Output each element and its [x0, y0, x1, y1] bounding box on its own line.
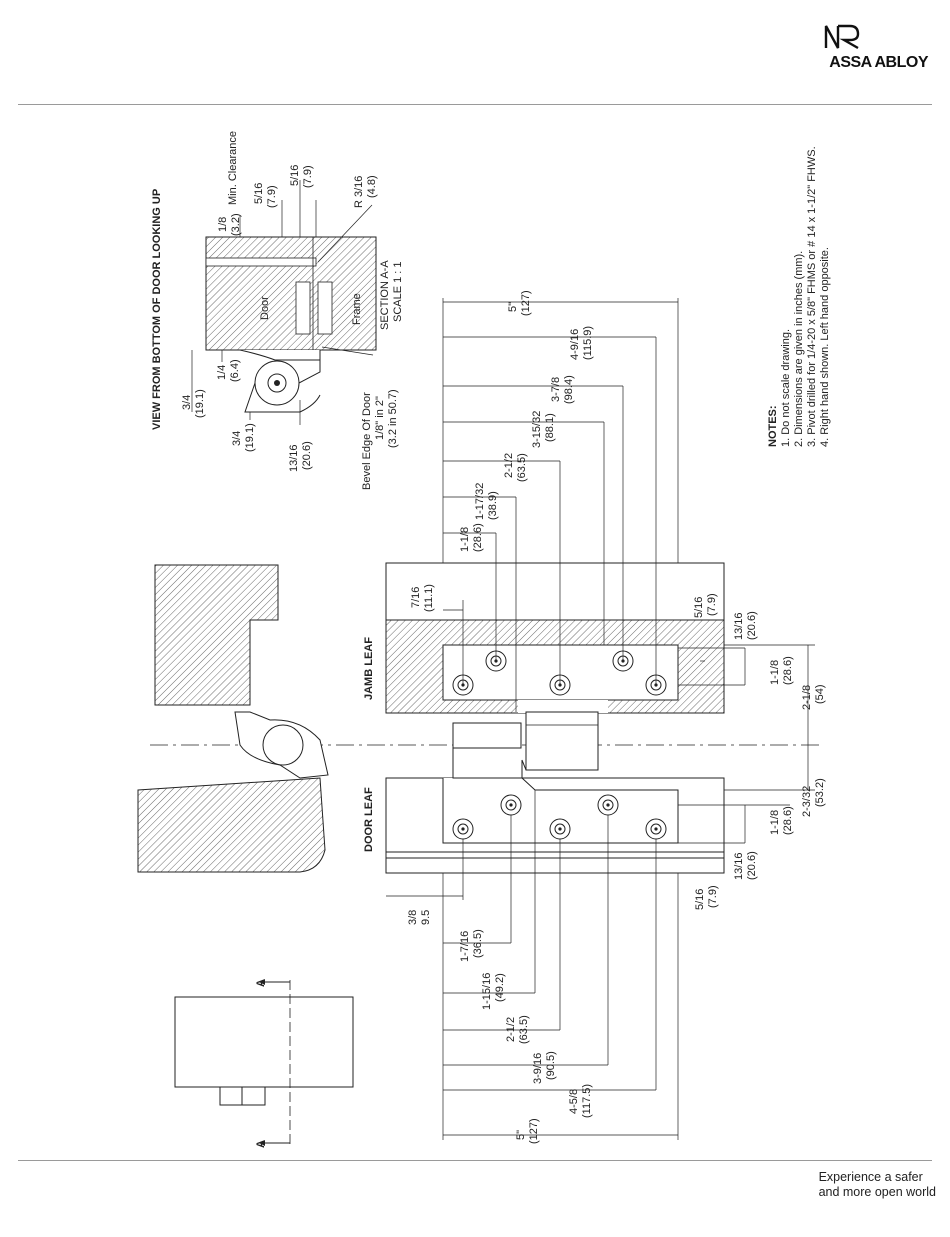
door-leaf-label: DOOR LEAF: [363, 787, 375, 852]
door-dim-mm: (90.5): [545, 1051, 557, 1080]
jamb-dim-mm: (7.9): [706, 593, 718, 616]
section-marker-bottom: A: [255, 1140, 267, 1148]
sec-dim-mm: (19.1): [194, 389, 206, 418]
door-dim-frac: 2-1/2: [505, 1017, 517, 1042]
section-scale: SCALE 1 : 1: [392, 261, 404, 322]
notes-block: NOTES: 1. Do not scale drawing. 2. Dimen…: [767, 146, 831, 447]
tagline-line-1: Experience a safer: [818, 1170, 923, 1184]
sec-dim-mm: (6.4): [229, 359, 241, 382]
jamb-dim-frac: 3-7/8: [550, 377, 562, 402]
door-dim-frac: 4-5/8: [568, 1089, 580, 1114]
door-dim-mm: (7.9): [707, 885, 719, 908]
door-dim-mm: (63.5): [518, 1015, 530, 1044]
jamb-dim-mm: (127): [520, 290, 532, 316]
sec-dim-mm: (7.9): [266, 185, 278, 208]
jamb-dim-mm: (28.6): [782, 656, 794, 685]
door-dim-frac: 5": [515, 1130, 527, 1140]
jamb-dim-mm: (28.6): [472, 523, 484, 552]
frame-label: Frame: [351, 293, 363, 325]
jamb-leaf-drawing: [385, 562, 725, 771]
note-item: 1. Do not scale drawing.: [780, 329, 792, 447]
notes-title: NOTES:: [767, 405, 779, 447]
door-dim-mm: (53.2): [814, 778, 826, 807]
jamb-dim-mm: (54): [814, 684, 826, 704]
section-block: [205, 236, 377, 351]
jamb-dim-frac: 7/16: [410, 587, 422, 608]
jamb-dim-mm: (88.1): [544, 413, 556, 442]
jamb-dim-frac: 5": [507, 302, 519, 312]
drawing-labels: VIEW FROM BOTTOM OF DOOR LOOKING UP SECT…: [151, 131, 826, 1148]
note-item: 4. Right hand shown. Left hand opposite.: [819, 247, 831, 447]
door-dim-frac: 1-7/16: [459, 931, 471, 962]
sec-dim-mm: (4.8): [366, 175, 378, 198]
jamb-dim-mm: (20.6): [746, 611, 758, 640]
door-dim-frac: 5/16: [694, 889, 706, 910]
sec-dim-frac: 3/4: [181, 395, 193, 410]
header-divider: [18, 104, 932, 105]
door-dim-mm: (20.6): [746, 851, 758, 880]
sec-dim-frac: 5/16: [253, 183, 265, 204]
door-dim-mm: (127): [528, 1118, 540, 1144]
door-dim-mm: (117.5): [581, 1084, 593, 1118]
sec-dim-frac: 1/8: [217, 217, 229, 232]
section-title: SECTION A-A: [379, 260, 391, 330]
sec-dim-mm: (20.6): [301, 441, 313, 470]
jamb-dim-frac: 13/16: [733, 612, 745, 640]
brand-mark-icon: [824, 24, 860, 50]
note-item: 2. Dimensions are given in inches (mm).: [793, 251, 805, 447]
sec-dim-frac: 13/16: [288, 444, 300, 472]
jamb-dim-frac: 4-9/16: [569, 329, 581, 360]
tagline-line-2: and more open world: [818, 1185, 936, 1199]
door-leaf-screw-holes: [452, 794, 667, 840]
door-dim-frac: 2-3/32: [801, 786, 813, 817]
jamb-dim-frac: 5/16: [693, 597, 705, 618]
jamb-dim-mm: (38.9): [487, 491, 499, 520]
jamb-dim-frac: 3-15/32: [531, 411, 543, 448]
door-dim-mm: (36.5): [472, 929, 484, 958]
jamb-dim-frac: 2-1/2: [503, 453, 515, 478]
elevation-view: [174, 979, 354, 1146]
bevel-line-2: 1/8" in 2": [374, 396, 386, 440]
tagline: Experience a safer and more open world: [819, 1170, 936, 1200]
jamb-dim-frac: 1-17/32: [474, 483, 486, 520]
footer-divider: [18, 1160, 932, 1161]
sec-dim-frac: 5/16: [289, 165, 301, 186]
jamb-dim-mm: (63.5): [516, 453, 528, 482]
brand-logo: ASSA ABLOY: [818, 22, 929, 72]
sec-dim-mm: (7.9): [302, 165, 314, 188]
door-dim-frac: 1-15/16: [481, 973, 493, 1010]
door-frame-plan: [137, 564, 329, 873]
jamb-dim-mm: (115.9): [582, 326, 594, 360]
jamb-dim-frac: 1-1/8: [769, 660, 781, 685]
door-dim-frac: 3/8: [407, 910, 419, 925]
sec-dim-frac: 1/4: [216, 365, 228, 380]
sec-dim-mm: (19.1): [244, 423, 256, 452]
door-dim-mm: (49.2): [494, 973, 506, 1002]
jamb-dim-mm: (11.1): [423, 584, 435, 612]
jamb-dim-frac: 2-1/8: [801, 685, 813, 710]
section-a-a-detail: [191, 180, 377, 425]
brand-name: ASSA ABLOY: [829, 54, 928, 71]
door-dim-mm: (28.6): [782, 806, 794, 835]
door-dim-frac: 13/16: [733, 852, 745, 880]
sec-dim-frac: R 3/16: [353, 176, 365, 208]
jamb-dim-frac: 1-1/8: [459, 527, 471, 552]
sec-dim-mm: (3.2): [230, 213, 242, 236]
view-title: VIEW FROM BOTTOM OF DOOR LOOKING UP: [151, 189, 163, 430]
section-marker-top: A: [255, 979, 267, 987]
bevel-line-1: Bevel Edge Of Door: [361, 392, 373, 490]
min-clearance: Min. Clearance: [227, 131, 239, 205]
note-item: 3. Pivot drilled for 1/4-20 x 5/8" FHMS …: [806, 146, 818, 447]
jamb-dim-mm: (98.4): [563, 375, 575, 404]
bevel-line-3: (3.2 in 50.7): [387, 389, 399, 448]
door-dim-frac: 3-9/16: [532, 1053, 544, 1084]
door-dim-mm: 9.5: [420, 910, 432, 925]
door-dim-frac: 1-1/8: [769, 810, 781, 835]
jamb-leaf-label: JAMB LEAF: [363, 637, 375, 700]
door-label: Door: [259, 296, 271, 320]
sec-dim-frac: 3/4: [231, 431, 243, 446]
jamb-dimension-lines: [442, 298, 815, 745]
door-dimension-lines: [386, 745, 815, 1140]
